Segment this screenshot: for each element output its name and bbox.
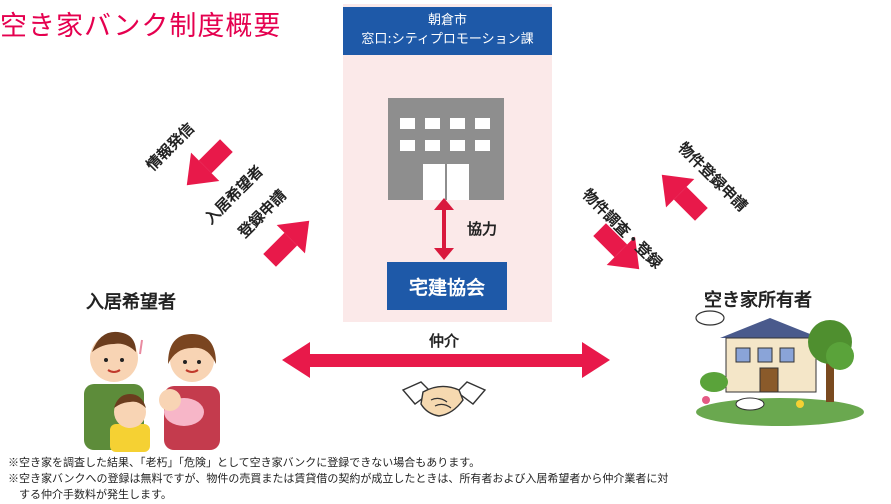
city-header: 朝倉市 窓口:シティプロモーション課 <box>343 7 552 55</box>
vacant-house-illustration-icon <box>695 310 864 426</box>
property-apply-arrow-icon <box>661 174 708 221</box>
tenant-apply-arrow-icon <box>263 220 310 267</box>
handshake-icon <box>401 381 487 417</box>
page-title: 空き家バンク制度概要 <box>0 11 282 42</box>
footnote-3: する仲介手数料が発生します。 <box>8 488 172 501</box>
owner-heading: 空き家所有者 <box>704 290 812 311</box>
city-window: 窓口:シティプロモーション課 <box>361 32 534 47</box>
realtor-association-box: 宅建協会 <box>387 262 507 310</box>
mediation-arrow-icon <box>282 342 610 378</box>
info-dispatch-arrow-icon <box>186 139 233 186</box>
property-survey-arrow-icon <box>593 223 640 270</box>
mediation-label: 仲介 <box>429 332 460 350</box>
city-name: 朝倉市 <box>427 13 467 28</box>
city-hall-building-icon <box>388 98 504 200</box>
cooperation-label: 協力 <box>467 220 498 238</box>
footnotes: ※空き家を調査した結果、「老朽」「危険」として空き家バンクに登録できない場合もあ… <box>8 455 668 503</box>
footnote-2: ※空き家バンクへの登録は無料ですが、物件の売買または賃貸借の契約が成立したときは… <box>8 472 669 485</box>
footnote-1: ※空き家を調査した結果、「老朽」「危険」として空き家バンクに登録できない場合もあ… <box>8 456 481 469</box>
family-illustration-icon <box>84 331 220 452</box>
tenant-heading: 入居希望者 <box>86 292 176 313</box>
cooperation-arrow-icon <box>434 198 454 260</box>
